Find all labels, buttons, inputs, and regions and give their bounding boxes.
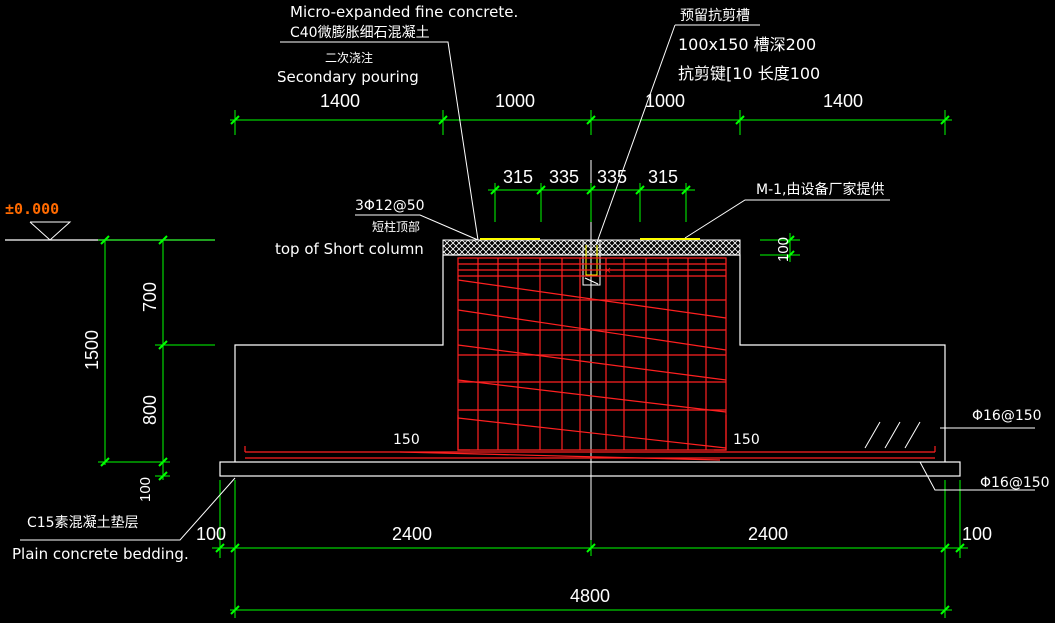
dimension-lines (98, 110, 968, 618)
dim-pedestal-4: 315 (648, 167, 678, 187)
dim-left-lower: 800 (140, 395, 160, 425)
elevation-symbol (29, 221, 72, 241)
label-short-col-cn: 短柱顶部 (372, 219, 420, 234)
dim-top-1: 1400 (320, 91, 360, 111)
bottom-bar-diag (399, 451, 721, 461)
vertical-bars (477, 258, 707, 450)
dimension-ticks (100, 115, 965, 615)
label-micro-concrete-cn: C40微膨胀细石混凝土 (290, 24, 430, 41)
secondary-pouring-layer (442, 239, 741, 256)
label-hook-left: 150 (393, 432, 420, 448)
label-bar-top: Φ16@150 (972, 408, 1042, 424)
rebar-cage (244, 257, 936, 461)
dim-bottom-edge-left: 100 (196, 524, 226, 544)
dim-grout-thickness: 100 (775, 237, 792, 262)
label-embed-plate: M-1,由设备厂家提供 (756, 181, 885, 198)
shear-groove (582, 239, 601, 286)
label-secondary-en: Secondary pouring (277, 68, 419, 86)
label-elevation: ±0.000 (5, 200, 59, 218)
label-short-col-en: top of Short column (275, 240, 424, 258)
label-secondary-cn: 二次浇注 (325, 50, 373, 65)
dim-pedestal-2: 335 (549, 167, 579, 187)
label-bar-bottom: Φ16@150 (980, 475, 1050, 491)
shear-key (585, 245, 598, 276)
dim-pedestal-3: 335 (597, 167, 627, 187)
dim-bottom-half-left: 2400 (392, 524, 432, 544)
label-x-mark: × (604, 266, 612, 276)
cage-outline (457, 257, 727, 451)
groove-box (582, 239, 601, 286)
grout-band (442, 238, 741, 256)
dim-bottom-half-right: 2400 (748, 524, 788, 544)
label-micro-concrete-en: Micro-expanded fine concrete. (290, 3, 518, 21)
label-rebar-top: 3Φ12@50 (355, 198, 425, 214)
leader-lines (20, 24, 1035, 541)
stirrups (458, 263, 726, 411)
dim-top-2: 1000 (495, 91, 535, 111)
dim-bottom-edge-right: 100 (962, 524, 992, 544)
dim-bedding: 100 (137, 477, 154, 502)
label-shear-key: 抗剪键[10 长度100 (678, 64, 820, 83)
break-marks (864, 421, 921, 449)
diagonal-stirrups (457, 279, 727, 449)
dim-left-upper: 700 (140, 282, 160, 312)
dim-overall: 4800 (570, 586, 610, 606)
label-groove-size: 100x150 槽深200 (678, 35, 816, 54)
label-groove-cn: 预留抗剪槽 (680, 8, 750, 24)
dim-top-3: 1000 (645, 91, 685, 111)
label-bedding-en: Plain concrete bedding. (12, 545, 189, 563)
label-bedding-cn: C15素混凝土垫层 (27, 515, 139, 531)
dim-left-total: 1500 (82, 330, 102, 370)
footing-outline (234, 254, 946, 462)
groove-fill (584, 277, 599, 285)
hook-left (457, 415, 470, 451)
hook-right (714, 415, 727, 451)
dim-top-4: 1400 (823, 91, 863, 111)
label-hook-right: 150 (733, 432, 760, 448)
concrete-bedding (219, 461, 961, 477)
dim-pedestal-1: 315 (503, 167, 533, 187)
